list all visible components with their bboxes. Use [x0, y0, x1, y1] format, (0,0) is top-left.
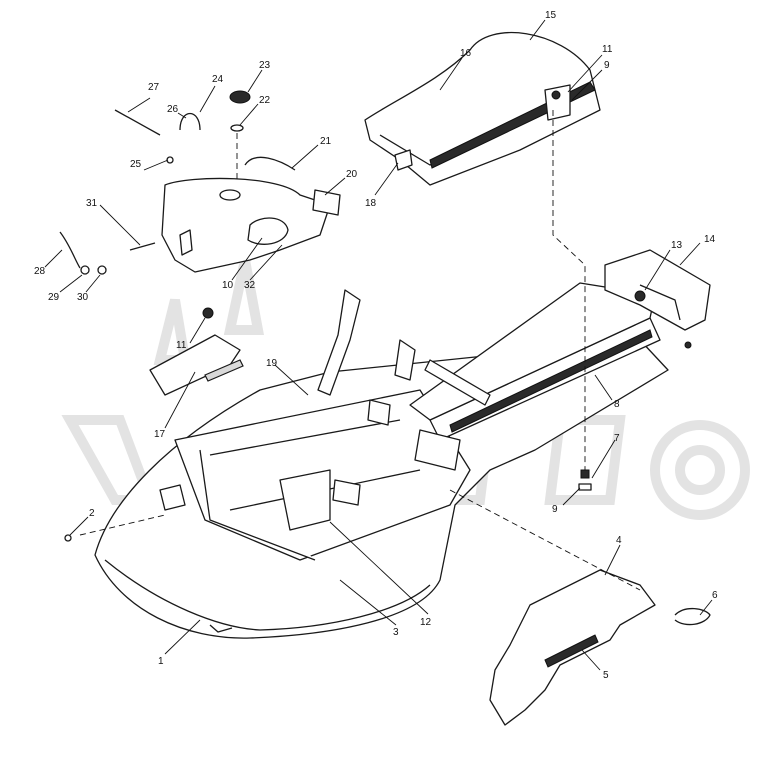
chassis-pan — [94, 339, 669, 639]
callout-27: 27 — [148, 82, 160, 93]
fuel-tank — [161, 177, 341, 273]
callout-25: 25 — [130, 159, 142, 170]
callout-24: 24 — [212, 74, 224, 85]
callout-18: 18 — [365, 198, 377, 209]
callout-13: 13 — [671, 240, 683, 251]
heat-shield — [149, 334, 244, 396]
callout-5: 5 — [603, 670, 609, 681]
fuel-cap — [229, 90, 251, 132]
callout-22: 22 — [259, 95, 271, 106]
callout-14: 14 — [704, 234, 716, 245]
callout-16: 16 — [460, 48, 472, 59]
callout-8: 8 — [614, 399, 620, 410]
skid-plate — [489, 569, 711, 726]
callout-29: 29 — [48, 292, 60, 303]
callout-20: 20 — [346, 169, 358, 180]
callout-4: 4 — [616, 535, 622, 546]
callout-10: 10 — [222, 280, 234, 291]
alignment-lines — [79, 110, 641, 591]
callout-labels: 27 24 26 23 22 21 20 25 31 28 29 30 10 3… — [34, 10, 718, 681]
callout-32: 32 — [244, 280, 256, 291]
callout-1: 1 — [158, 656, 164, 667]
callout-9-bottom: 9 — [552, 504, 558, 515]
fasteners — [64, 307, 692, 542]
callout-21: 21 — [320, 136, 332, 147]
leader-lines — [44, 19, 713, 671]
callout-28: 28 — [34, 266, 46, 277]
callout-26: 26 — [167, 104, 179, 115]
callout-11-left: 11 — [176, 340, 187, 351]
callout-17: 17 — [154, 429, 166, 440]
seat — [364, 31, 601, 186]
callout-15: 15 — [545, 10, 557, 21]
callout-6: 6 — [712, 590, 718, 601]
callout-23: 23 — [259, 60, 271, 71]
rear-bracket — [604, 249, 711, 331]
callout-7: 7 — [614, 433, 620, 444]
callout-11-top: 11 — [602, 44, 613, 55]
callout-3: 3 — [393, 627, 399, 638]
callout-2: 2 — [89, 508, 95, 519]
callout-19: 19 — [266, 358, 278, 369]
callout-31: 31 — [86, 198, 98, 209]
frame-brackets — [159, 289, 491, 511]
vent-hoses — [59, 109, 296, 275]
callout-30: 30 — [77, 292, 89, 303]
callout-12: 12 — [420, 617, 432, 628]
callout-9-top: 9 — [604, 60, 610, 71]
